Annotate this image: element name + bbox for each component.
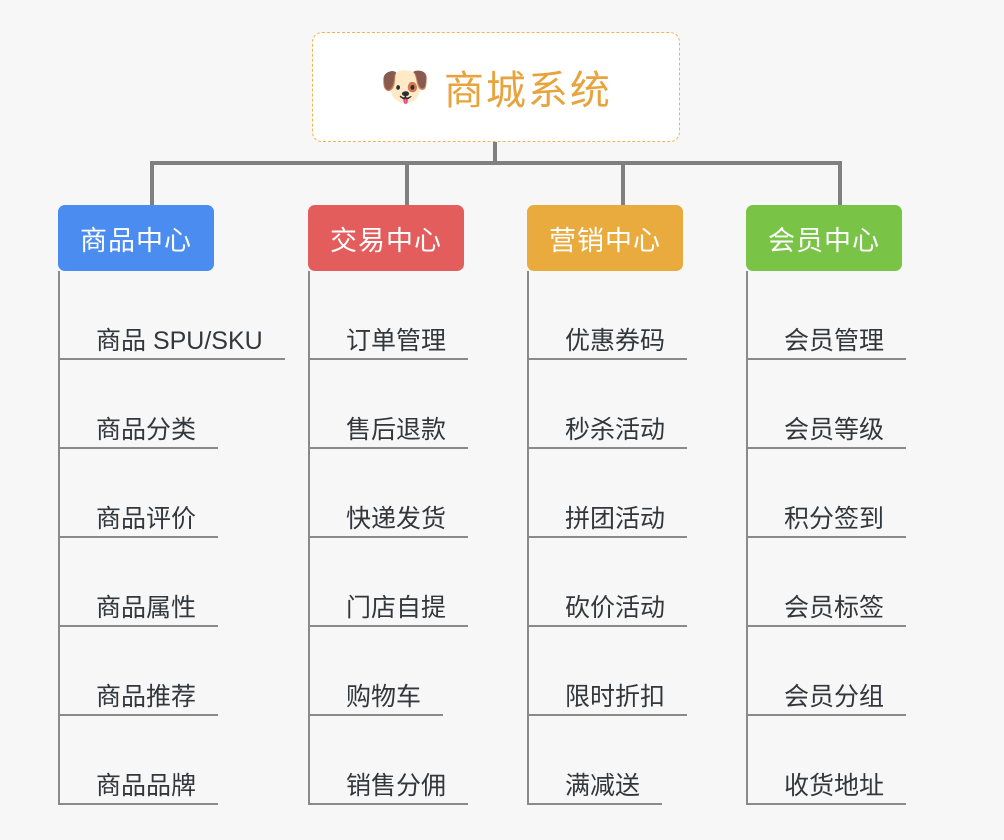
leaf-item[interactable]: 售后退款 [310, 360, 469, 449]
leaf-item-label: 会员等级 [784, 415, 885, 444]
leaf-item-label: 商品评价 [96, 504, 197, 533]
branch-header-4[interactable]: 会员中心 [746, 205, 902, 271]
leaf-item[interactable]: 门店自提 [310, 538, 469, 627]
branch-column-2: 交易中心订单管理售后退款快递发货门店自提购物车销售分佣 [308, 205, 469, 805]
leaf-item[interactable]: 积分签到 [748, 449, 907, 538]
branch-header-3[interactable]: 营销中心 [527, 205, 683, 271]
leaf-item[interactable]: 商品分类 [60, 360, 219, 449]
leaf-item-label: 商品 SPU/SKU [96, 326, 263, 355]
leaf-item[interactable]: 优惠券码 [529, 271, 688, 360]
branch-header-label: 会员中心 [768, 225, 880, 256]
leaf-item[interactable]: 会员等级 [748, 360, 907, 449]
dog-face-icon: 🐶 [380, 65, 430, 109]
branch-header-2[interactable]: 交易中心 [308, 205, 464, 271]
leaf-item-label: 积分签到 [784, 504, 885, 533]
leaf-item-label: 快递发货 [346, 504, 447, 533]
leaf-item-label: 订单管理 [346, 326, 447, 355]
leaf-item-label: 优惠券码 [565, 326, 666, 355]
leaf-item[interactable]: 商品评价 [60, 449, 219, 538]
leaf-item-label: 购物车 [346, 682, 422, 711]
leaf-item[interactable]: 拼团活动 [529, 449, 688, 538]
branch-column-1: 商品中心商品 SPU/SKU 商品分类商品评价商品属性商品推荐商品品牌 [58, 205, 285, 805]
leaf-item-label: 满减送 [565, 771, 641, 800]
leaf-item[interactable]: 快递发货 [310, 449, 469, 538]
leaf-item[interactable]: 购物车 [310, 627, 444, 716]
leaf-item[interactable]: 收货地址 [748, 716, 907, 805]
connector-drop-2 [405, 161, 409, 205]
leaf-item[interactable]: 会员分组 [748, 627, 907, 716]
connector-drop-3 [621, 161, 625, 205]
branch-header-1[interactable]: 商品中心 [58, 205, 214, 271]
leaf-item-label: 限时折扣 [565, 682, 666, 711]
leaf-item-label: 门店自提 [346, 593, 447, 622]
leaf-item[interactable]: 砍价活动 [529, 538, 688, 627]
leaf-item-label: 商品品牌 [96, 771, 197, 800]
leaf-item[interactable]: 秒杀活动 [529, 360, 688, 449]
leaf-item-label: 售后退款 [346, 415, 447, 444]
leaf-item[interactable]: 销售分佣 [310, 716, 469, 805]
root-title: 商城系统 [443, 69, 612, 113]
leaf-list: 商品 SPU/SKU 商品分类商品评价商品属性商品推荐商品品牌 [58, 271, 285, 805]
connector-drop-1 [150, 161, 154, 205]
leaf-item-label: 会员分组 [784, 682, 885, 711]
leaf-item[interactable]: 订单管理 [310, 271, 469, 360]
leaf-item[interactable]: 限时折扣 [529, 627, 688, 716]
leaf-item-label: 砍价活动 [565, 593, 666, 622]
leaf-item[interactable]: 会员标签 [748, 538, 907, 627]
leaf-item-label: 商品属性 [96, 593, 197, 622]
leaf-item-label: 秒杀活动 [565, 415, 666, 444]
leaf-item-label: 商品推荐 [96, 682, 197, 711]
leaf-item[interactable]: 商品品牌 [60, 716, 219, 805]
leaf-list: 订单管理售后退款快递发货门店自提购物车销售分佣 [308, 271, 469, 805]
branch-header-label: 交易中心 [330, 225, 442, 256]
leaf-list: 会员管理会员等级积分签到会员标签会员分组收货地址 [746, 271, 907, 805]
branch-column-4: 会员中心会员管理会员等级积分签到会员标签会员分组收货地址 [746, 205, 907, 805]
leaf-item-label: 商品分类 [96, 415, 197, 444]
branch-header-label: 营销中心 [549, 225, 661, 256]
leaf-item[interactable]: 商品 SPU/SKU [60, 271, 285, 360]
leaf-item-label: 销售分佣 [346, 771, 447, 800]
branch-header-label: 商品中心 [80, 225, 192, 256]
leaf-item-label: 会员标签 [784, 593, 885, 622]
leaf-item-label: 拼团活动 [565, 504, 666, 533]
leaf-item-label: 会员管理 [784, 326, 885, 355]
leaf-item-label: 收货地址 [784, 771, 885, 800]
branch-column-3: 营销中心优惠券码秒杀活动拼团活动砍价活动限时折扣满减送 [527, 205, 688, 805]
connector-horizontal-bus [150, 161, 838, 165]
connector-root-stem [493, 142, 497, 163]
leaf-list: 优惠券码秒杀活动拼团活动砍价活动限时折扣满减送 [527, 271, 688, 805]
leaf-item[interactable]: 会员管理 [748, 271, 907, 360]
connector-drop-4 [838, 161, 842, 205]
root-node[interactable]: 🐶 商城系统 [312, 32, 680, 142]
leaf-item[interactable]: 满减送 [529, 716, 663, 805]
leaf-item[interactable]: 商品属性 [60, 538, 219, 627]
leaf-item[interactable]: 商品推荐 [60, 627, 219, 716]
